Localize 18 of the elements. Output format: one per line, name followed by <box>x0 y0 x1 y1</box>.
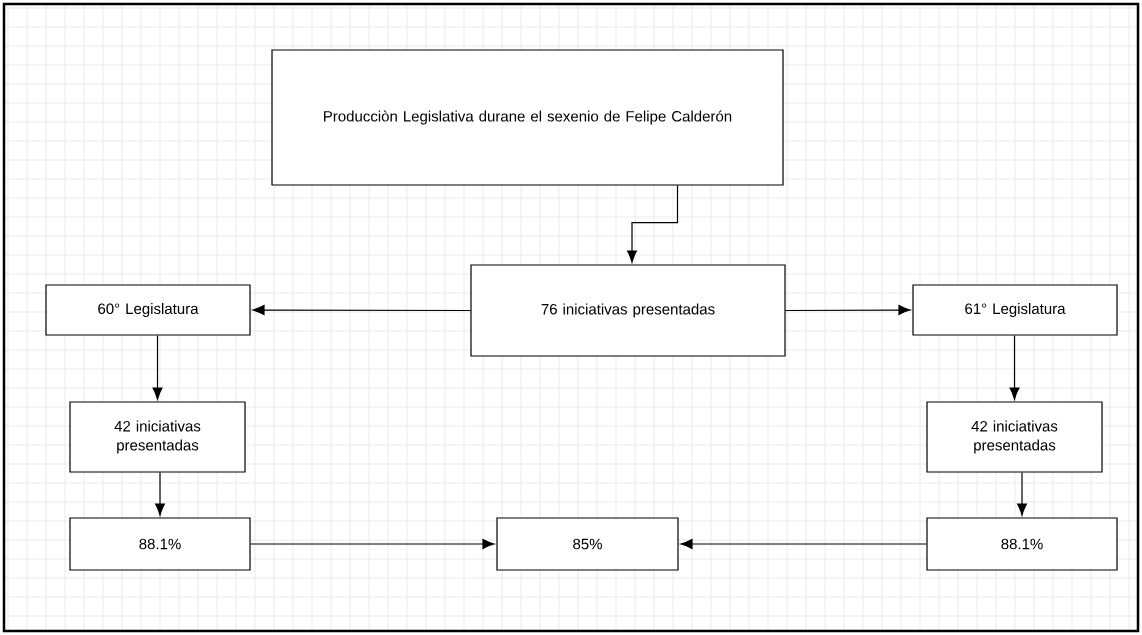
arrow <box>152 335 163 400</box>
arrow <box>252 305 471 316</box>
process-box: 76 iniciativas presentadas <box>470 264 786 357</box>
arrow <box>250 538 495 550</box>
process-box: 88.1% <box>69 517 251 571</box>
process-box: 88.1% <box>926 517 1118 571</box>
arrow <box>680 538 927 550</box>
process-box: 85% <box>496 517 679 571</box>
title-box: Producciòn Legislativa durane el sexenio de Felipe Calderón <box>271 49 784 186</box>
process-box: 61° Legislatura <box>912 284 1118 336</box>
process-box: 60° Legislatura <box>45 284 251 336</box>
process-box: 42 iniciativas presentadas <box>69 401 246 473</box>
process-box: 42 iniciativas presentadas <box>926 401 1103 473</box>
arrow <box>1017 472 1028 516</box>
arrow <box>627 185 679 263</box>
arrow <box>1009 335 1020 400</box>
arrow <box>155 472 166 516</box>
arrow <box>785 305 911 316</box>
